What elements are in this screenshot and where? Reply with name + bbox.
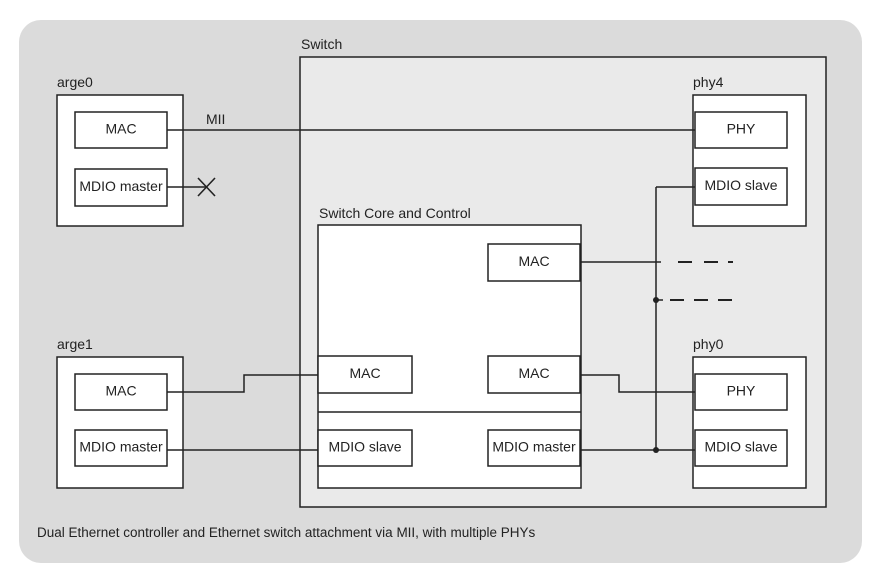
core-top-mac-label: MAC (518, 253, 549, 269)
arge1-mac-link (167, 374, 318, 393)
phy4-phy-label: PHY (727, 121, 756, 137)
phy0-phy-box (694, 373, 788, 411)
mii-label: MII (206, 111, 225, 127)
core-mac-phy0-link (580, 374, 695, 393)
switch-core-label: Switch Core and Control (319, 205, 471, 221)
diagram-caption: Dual Ethernet controller and Ethernet sw… (37, 525, 535, 540)
arge0-mac-box (74, 111, 168, 149)
arge0-mac-label: MAC (105, 121, 136, 137)
core-right-mac-box (487, 355, 581, 394)
unconnected-x-icon (197, 177, 216, 197)
core-mdio-master-box (487, 429, 581, 467)
phy0-mdio-slave-label: MDIO slave (704, 439, 777, 455)
core-top-mac-box (487, 243, 581, 282)
arge1-label: arge1 (57, 336, 93, 352)
arge1-mac-box (74, 373, 168, 411)
switch-label: Switch (301, 36, 342, 52)
junction-dot-bottom (653, 447, 659, 453)
phy4-mdio-slave-box (694, 167, 788, 206)
arge1-mdio-master-box (74, 429, 168, 467)
core-mdio-slave-box (317, 429, 413, 467)
core-mdio-slave-label: MDIO slave (328, 439, 401, 455)
junction-dot-top (653, 297, 659, 303)
core-mdio-master-label: MDIO master (492, 439, 576, 455)
arge0-label: arge0 (57, 74, 93, 90)
arge0-mdio-master-label: MDIO master (79, 178, 163, 194)
arge1-mac-label: MAC (105, 383, 136, 399)
core-right-mac-label: MAC (518, 365, 549, 381)
phy4-mdio-slave-label: MDIO slave (704, 177, 777, 193)
core-left-mac-box (317, 355, 413, 394)
core-left-mac-label: MAC (349, 365, 380, 381)
phy0-label: phy0 (693, 336, 724, 352)
phy0-phy-label: PHY (727, 383, 756, 399)
arge1-mdio-master-label: MDIO master (79, 439, 163, 455)
phy0-mdio-slave-box (694, 429, 788, 467)
phy4-label: phy4 (693, 74, 724, 90)
arge0-mdio-master-box (74, 168, 168, 207)
